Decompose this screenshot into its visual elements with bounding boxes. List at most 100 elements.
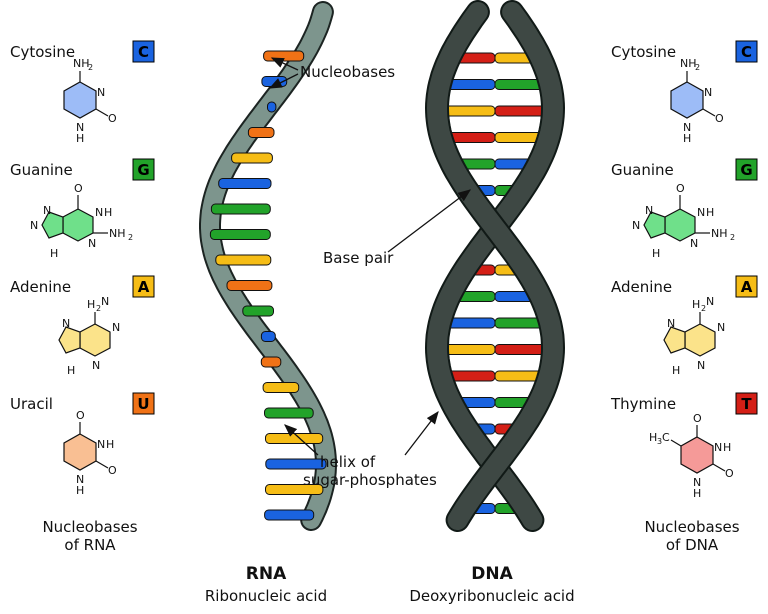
dna-adenine-badge: A — [735, 275, 758, 298]
svg-text:N: N — [92, 359, 100, 372]
rna-nucleobase-cytosine — [260, 331, 276, 342]
dna-base-name: Adenine — [611, 278, 672, 296]
svg-text:N: N — [97, 438, 105, 451]
svg-text:N: N — [95, 206, 103, 219]
svg-text:2: 2 — [730, 233, 735, 242]
rna-nucleobase-adenine — [231, 152, 273, 164]
dna-cytosine-badge: C — [735, 40, 758, 63]
adenine-structure: H 2 N N N N H — [58, 295, 120, 377]
rna-uracil-badge: U — [132, 392, 155, 415]
guanine-structure: O N H N NH 2 N N H — [30, 182, 133, 260]
rna-base-name: Cytosine — [10, 43, 75, 61]
nucleobases-arrow-upper — [270, 57, 299, 71]
rna-nucleobase-cytosine — [218, 178, 272, 189]
dna-nucleobases-caption: Nucleobases — [644, 518, 739, 536]
svg-text:N: N — [697, 359, 705, 372]
svg-text:O: O — [693, 412, 702, 425]
svg-text:N: N — [632, 219, 640, 232]
svg-text:T: T — [741, 395, 752, 413]
dna-thymine-badge: T — [735, 392, 758, 415]
rna-nucleobase-uracil — [247, 127, 275, 138]
rna-nucleobase-adenine — [265, 433, 324, 444]
rna-base-name: Uracil — [10, 395, 53, 413]
rna-nucleobase-guanine — [242, 305, 275, 317]
svg-text:H: H — [693, 487, 701, 500]
rna-nucleobase-cytosine — [264, 509, 315, 521]
rna-nucleobase-guanine — [209, 229, 271, 240]
rna-adenine-badge: A — [132, 275, 155, 298]
svg-text:N: N — [76, 121, 84, 134]
svg-text:N: N — [43, 204, 51, 217]
helix-annotation-label-line2: sugar-phosphates — [303, 471, 437, 489]
svg-text:O: O — [108, 464, 117, 477]
svg-text:H: H — [76, 132, 84, 145]
nucleobases-annotation-label: Nucleobases — [300, 63, 395, 81]
svg-text:H: H — [106, 438, 114, 451]
helix-annotation-label: helix of — [320, 453, 376, 471]
svg-text:A: A — [741, 278, 753, 296]
dna-nucleobase-list: Cytosine C NH 2 N N H O Guanine G O N — [610, 40, 758, 554]
dna-base-name: Guanine — [611, 161, 674, 179]
adenine-structure: H 2 N N N N H — [663, 295, 725, 377]
svg-text:N: N — [101, 295, 109, 308]
svg-text:N: N — [645, 204, 653, 217]
svg-text:O: O — [676, 182, 685, 195]
svg-text:2: 2 — [96, 304, 101, 313]
svg-text:NH: NH — [711, 227, 728, 240]
dna-nucleobases-caption-line2: of DNA — [666, 536, 719, 554]
svg-text:G: G — [137, 161, 149, 179]
svg-text:H: H — [672, 364, 680, 377]
svg-text:H: H — [683, 132, 691, 145]
rna-nucleobase-uracil — [263, 50, 305, 62]
svg-text:G: G — [740, 161, 752, 179]
svg-text:H: H — [649, 431, 657, 444]
base-pair-annotation-label: Base pair — [323, 249, 394, 267]
svg-text:O: O — [74, 182, 83, 195]
svg-text:N: N — [88, 237, 96, 250]
svg-text:3: 3 — [657, 437, 662, 446]
svg-text:H: H — [692, 298, 700, 311]
rna-nucleobase-uracil — [260, 356, 282, 368]
rna-nucleobase-adenine — [262, 382, 300, 393]
dna-guanine-badge: G — [735, 158, 758, 181]
rna-nucleobases-caption-line2: of RNA — [64, 536, 116, 554]
rna-subtitle: Ribonucleic acid — [205, 587, 327, 605]
svg-text:O: O — [725, 467, 734, 480]
svg-text:N: N — [690, 237, 698, 250]
cytosine-structure: NH 2 N N H O — [670, 57, 724, 145]
svg-text:H: H — [76, 484, 84, 497]
svg-text:H: H — [723, 441, 731, 454]
dna-base-name: Thymine — [610, 395, 676, 413]
rna-helix — [199, 1, 338, 531]
base-badge-swatch — [132, 40, 155, 63]
svg-text:O: O — [108, 112, 117, 125]
rna-nucleobase-cytosine — [267, 101, 277, 113]
helix-arrow-rna — [284, 424, 319, 456]
svg-text:N: N — [706, 295, 714, 308]
rna-cytosine-badge: C — [132, 40, 155, 63]
thymine-structure: O N H N H O H 3 C — [649, 412, 734, 500]
svg-text:N: N — [714, 441, 722, 454]
svg-text:N: N — [76, 473, 84, 486]
base-pair-arrow — [387, 189, 472, 253]
rna-base-name: Guanine — [10, 161, 73, 179]
svg-text:A: A — [138, 278, 150, 296]
nucleobases-arrow-lower — [268, 73, 299, 89]
guanine-structure: O N H N NH 2 N N H — [632, 182, 735, 260]
dna-base-name: Cytosine — [611, 43, 676, 61]
svg-text:O: O — [76, 409, 85, 422]
svg-text:N: N — [30, 219, 38, 232]
rna-nucleobases-caption: Nucleobases — [42, 518, 137, 536]
annotations: Nucleobases Base pair helix of sugar-pho… — [268, 57, 472, 489]
svg-text:H: H — [50, 247, 58, 260]
svg-text:U: U — [137, 395, 149, 413]
dna-backbone-1 — [426, 2, 564, 530]
svg-text:2: 2 — [128, 233, 133, 242]
svg-text:H: H — [87, 298, 95, 311]
svg-text:N: N — [717, 321, 725, 334]
svg-text:H: H — [104, 206, 112, 219]
svg-text:N: N — [97, 86, 105, 99]
cytosine-structure: NH 2 N N H O — [63, 57, 117, 145]
rna-nucleobase-list: Cytosine C NH 2 N N H O Guanine G O N — [10, 40, 155, 554]
